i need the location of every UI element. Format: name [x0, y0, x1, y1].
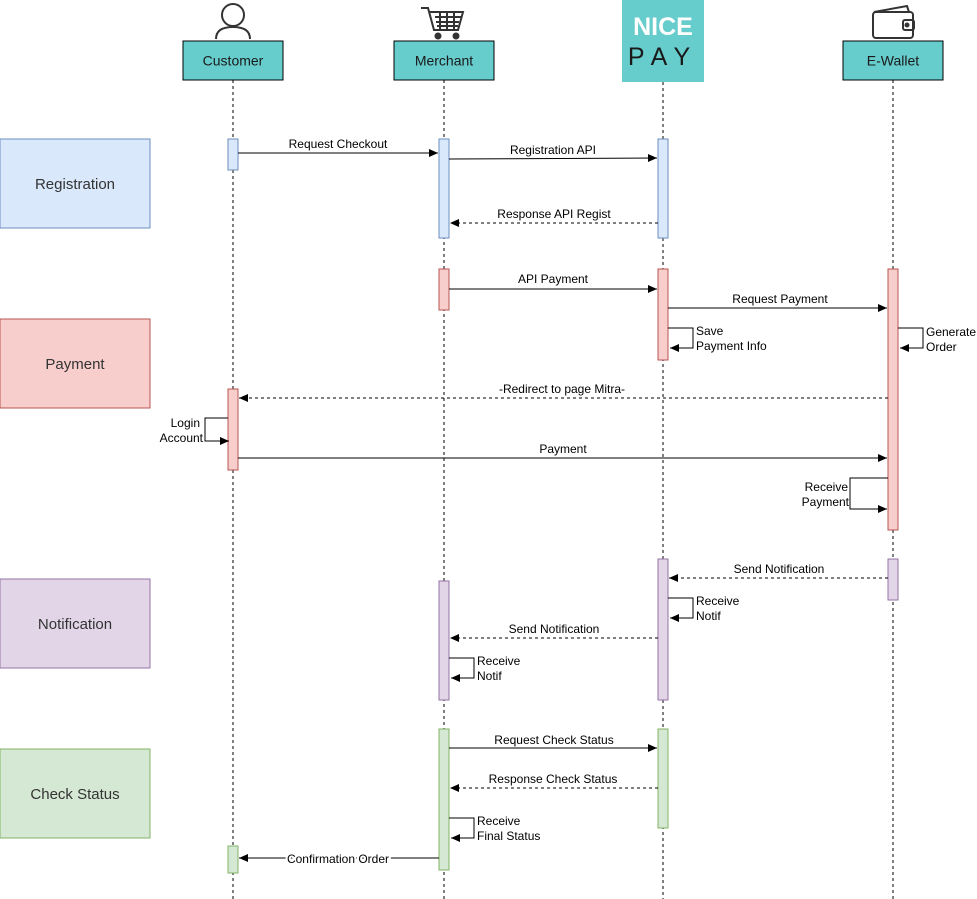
receive-payment-label-2: Payment: [802, 495, 850, 509]
request-payment-label: Request Payment: [732, 292, 828, 306]
merchant-actor-box: [393, 40, 495, 81]
receive-final-status-label-1: Receive: [477, 814, 521, 828]
login-account-self-arrow: [204, 417, 229, 445]
payment-phase-box: [0, 318, 151, 409]
generate-order-label-1: Generate: [926, 325, 976, 339]
activation-bar: [227, 388, 239, 471]
redirect-mitra-label: -Redirect to page Mitra-: [499, 382, 625, 396]
registration-api-label: Registration API: [510, 143, 596, 157]
save-payment-info-label-2: Payment Info: [696, 339, 767, 353]
activation-bar: [227, 845, 239, 874]
activation-bar: [227, 138, 239, 171]
registration-phase-box: [0, 138, 151, 229]
customer-actor-label: Customer: [203, 53, 264, 69]
shopping-cart-icon: [421, 7, 465, 40]
wallet-icon: [872, 4, 915, 39]
receive-notif-1-label-1: Receive: [696, 594, 740, 608]
send-notification-2-label: Send Notification: [509, 622, 600, 636]
activation-bar: [887, 268, 899, 531]
generate-order-self-arrow: [898, 327, 924, 352]
person-icon: [215, 3, 251, 40]
send-notification-1-label: Send Notification: [734, 562, 825, 576]
request-check-status-label: Request Check Status: [494, 733, 613, 747]
confirmation-order-label: Confirmation Order: [287, 852, 389, 866]
nicepay-logo-box: [622, 0, 704, 82]
activation-bar: [657, 558, 669, 701]
notification-phase-label: Notification: [38, 616, 112, 633]
activation-bar: [438, 138, 450, 239]
receive-notif-1-label-2: Notif: [696, 609, 721, 623]
login-account-label-2: Account: [160, 431, 204, 445]
ewallet-actor-label: E-Wallet: [867, 53, 919, 69]
payment-label: Payment: [539, 442, 587, 456]
registration-phase-label: Registration: [35, 176, 115, 193]
payment-phase-label: Payment: [45, 356, 105, 373]
activation-bar: [887, 558, 899, 601]
receive-payment-label-1: Receive: [805, 480, 849, 494]
ewallet-actor-box: [842, 40, 944, 81]
merchant-actor-label: Merchant: [415, 53, 473, 69]
receive-notif-2-label-1: Receive: [477, 654, 521, 668]
registration-api-arrow: [448, 154, 658, 163]
check-status-phase-label: Check Status: [30, 786, 119, 803]
check-status-phase-box: [0, 748, 151, 839]
activation-bar: [657, 728, 669, 829]
generate-order-label-2: Order: [926, 340, 957, 354]
login-account-label-1: Login: [171, 416, 200, 430]
receive-final-status-label-2: Final Status: [477, 829, 540, 843]
activation-bar: [657, 138, 669, 239]
response-api-regist-label: Response API Regist: [497, 207, 611, 221]
receive-notif-2-self-arrow: [449, 657, 475, 682]
api-payment-label: API Payment: [518, 272, 589, 286]
nicepay-logo-line2: PAY: [628, 43, 698, 71]
request-checkout-label: Request Checkout: [289, 137, 388, 151]
activation-bar: [438, 728, 450, 871]
activation-bar: [657, 268, 669, 361]
receive-notif-1-self-arrow: [668, 597, 694, 622]
receive-payment-self-arrow: [849, 477, 888, 513]
receive-final-status-self-arrow: [449, 817, 475, 842]
save-payment-info-self-arrow: [668, 327, 694, 352]
notification-phase-box: [0, 578, 151, 669]
activation-bar: [438, 268, 450, 311]
activation-bar: [438, 580, 450, 701]
receive-notif-2-label-2: Notif: [477, 669, 502, 683]
response-check-status-label: Response Check Status: [489, 772, 618, 786]
nicepay-logo-line1: NICE: [633, 13, 693, 41]
customer-actor-box: [182, 40, 284, 81]
save-payment-info-label-1: Save: [696, 324, 724, 338]
